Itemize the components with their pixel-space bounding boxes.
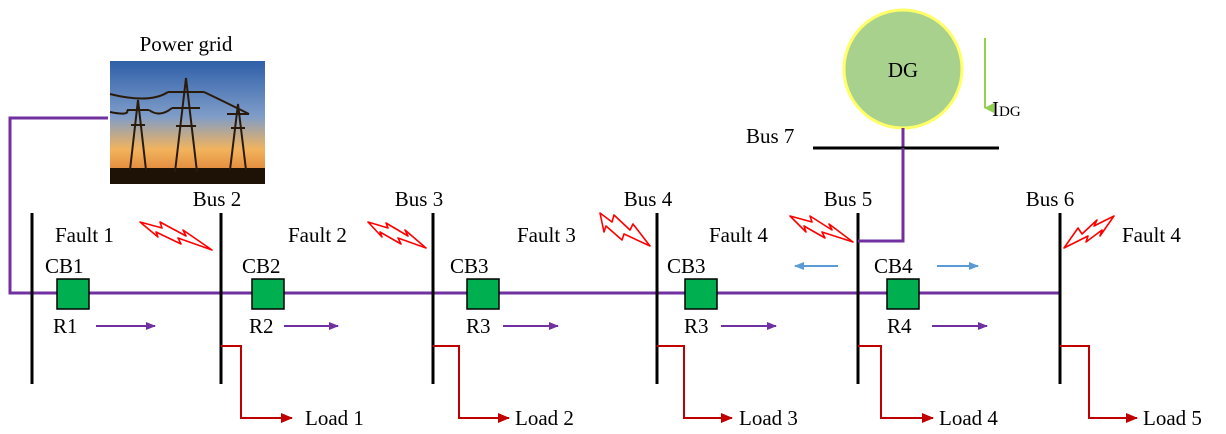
fault-1-symbol (139, 221, 213, 251)
load-3-line (657, 345, 733, 423)
bus-3-label: Bus 3 (395, 187, 443, 211)
load-1-label: Load 1 (305, 406, 364, 430)
cb-4-label: CB3 (667, 254, 706, 278)
dg-current-label: IDG (992, 97, 1021, 121)
fault-2-label: Fault 2 (288, 223, 347, 247)
dg-label: DG (888, 58, 918, 82)
cb-2-label: CB2 (242, 254, 281, 278)
circuit-breaker-4 (684, 278, 718, 310)
load-5-label: Load 5 (1143, 406, 1202, 430)
fault-1-label: Fault 1 (55, 223, 114, 247)
cb-3-label: CB3 (450, 254, 489, 278)
load-5-line (1060, 345, 1138, 423)
circuit-breaker-5 (886, 278, 920, 310)
circuit-breaker-2 (251, 278, 285, 310)
power-grid-label: Power grid (140, 32, 233, 56)
fault-5-symbol (1063, 215, 1115, 249)
circuit-breaker-3 (466, 278, 500, 310)
bus-2-label: Bus 2 (193, 187, 241, 211)
bus-4-label: Bus 4 (624, 187, 673, 211)
fault-3-symbol (599, 212, 651, 247)
power-grid-image (109, 61, 265, 184)
circuit-breaker-1 (56, 278, 90, 310)
relay-3-label: R3 (466, 314, 491, 338)
bus-7-to-bus-5-line (858, 148, 905, 243)
fault-5-label: Fault 4 (1122, 223, 1181, 247)
fault-3-label: Fault 3 (517, 223, 576, 247)
bus-6-label: Bus 6 (1026, 187, 1074, 211)
relay-1-label: R1 (53, 314, 78, 338)
load-1-line (221, 345, 293, 423)
power-grid: Power grid (109, 32, 265, 184)
load-4-label: Load 4 (939, 406, 998, 430)
fault-2-symbol (367, 221, 427, 249)
load-2-line (433, 345, 510, 423)
cb-5-label: CB4 (874, 254, 913, 278)
fault-4-symbol (789, 215, 854, 243)
load-2-label: Load 2 (515, 406, 574, 430)
fault-4-label: Fault 4 (709, 223, 768, 247)
bus-5-label: Bus 5 (824, 187, 872, 211)
relay-5-label: R4 (887, 314, 912, 338)
cb-1-label: CB1 (45, 254, 84, 278)
relay-4-label: R3 (684, 314, 709, 338)
relay-2-label: R2 (249, 314, 274, 338)
load-3-label: Load 3 (739, 406, 798, 430)
load-4-line (858, 345, 934, 423)
bus-7-label: Bus 7 (746, 124, 794, 148)
